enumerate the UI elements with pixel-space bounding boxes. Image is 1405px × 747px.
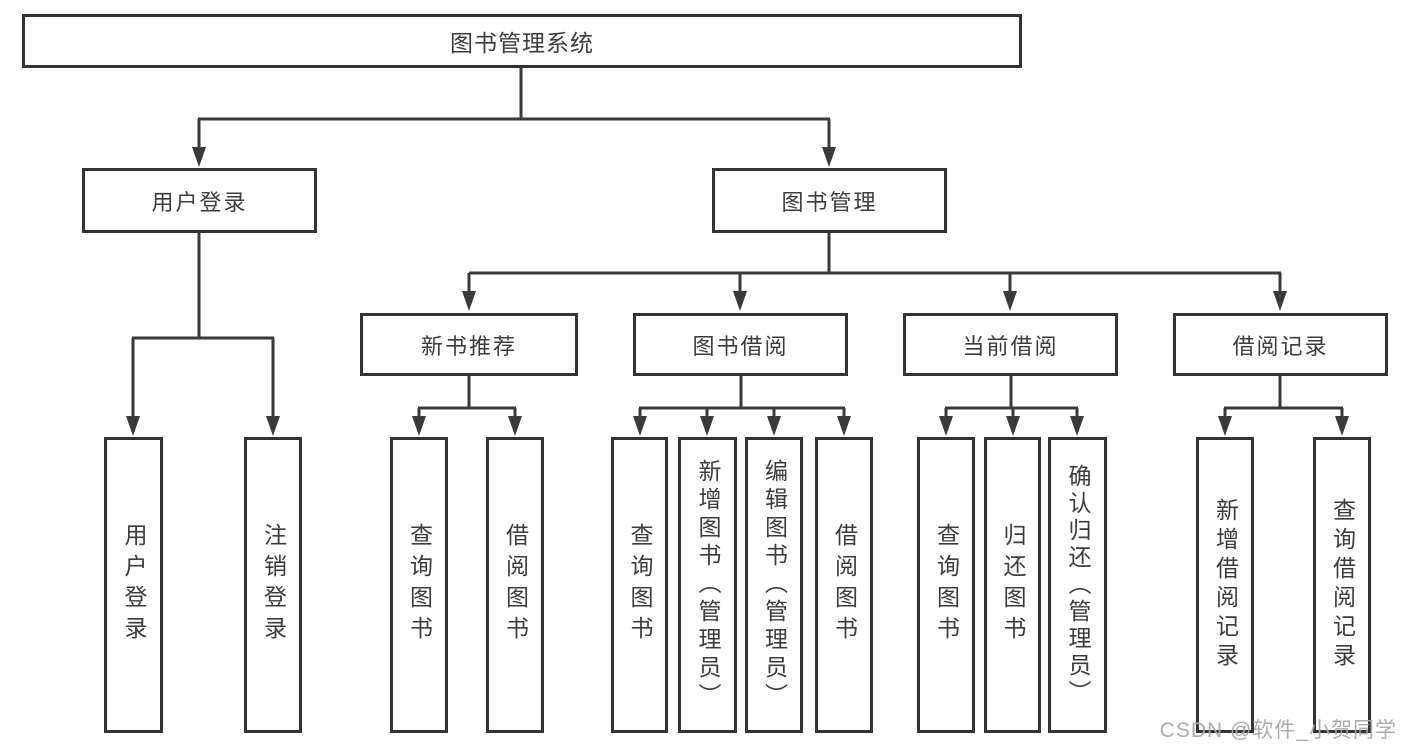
leaf-return-books: 归还图书 bbox=[984, 437, 1041, 733]
node-label: 注销登录 bbox=[260, 523, 287, 647]
node-label: 查询图书 bbox=[406, 523, 433, 647]
node-label: 确认归还（管理员） bbox=[1065, 463, 1091, 707]
leaf-query-books-borrowing: 查询图书 bbox=[611, 437, 668, 733]
node-label: 归还图书 bbox=[1000, 523, 1026, 647]
leaf-confirm-return-admin: 确认归还（管理员） bbox=[1048, 437, 1107, 733]
leaf-borrow-books: 借阅图书 bbox=[815, 437, 873, 733]
node-book-borrowing: 图书借阅 bbox=[633, 313, 848, 376]
node-user-login: 用户登录 bbox=[82, 168, 317, 233]
node-label: 编辑图书（管理员） bbox=[761, 459, 788, 711]
node-label: 查询借阅记录 bbox=[1329, 498, 1356, 672]
node-borrowing-records: 借阅记录 bbox=[1173, 313, 1388, 376]
leaf-query-books-current: 查询图书 bbox=[917, 437, 975, 733]
node-book-management-system: 图书管理系统 bbox=[22, 14, 1022, 68]
node-label: 查询图书 bbox=[933, 523, 960, 647]
leaf-borrow-books-recommend: 借阅图书 bbox=[486, 437, 544, 733]
node-label: 新书推荐 bbox=[420, 333, 517, 359]
leaf-logout: 注销登录 bbox=[244, 437, 302, 733]
node-label: 图书管理系统 bbox=[450, 30, 594, 56]
leaf-user-login: 用户登录 bbox=[104, 437, 163, 733]
node-label: 用户登录 bbox=[151, 189, 248, 215]
leaf-add-borrow-record: 新增借阅记录 bbox=[1196, 437, 1254, 733]
node-book-management: 图书管理 bbox=[712, 168, 947, 233]
node-label: 用户登录 bbox=[121, 523, 147, 647]
leaf-add-book-admin: 新增图书（管理员） bbox=[678, 437, 737, 733]
node-label: 借阅图书 bbox=[831, 523, 858, 647]
node-label: 新增图书（管理员） bbox=[695, 459, 721, 711]
node-label: 图书借阅 bbox=[692, 333, 789, 359]
arrowheads bbox=[126, 147, 1349, 436]
node-label: 图书管理 bbox=[781, 189, 878, 215]
leaf-query-books-recommend: 查询图书 bbox=[390, 437, 448, 733]
csdn-watermark: CSDN @软件_小贺同学 bbox=[1159, 719, 1397, 742]
node-label: 借阅图书 bbox=[502, 523, 529, 647]
leaf-query-borrow-record: 查询借阅记录 bbox=[1313, 437, 1371, 733]
leaf-edit-book-admin: 编辑图书（管理员） bbox=[745, 437, 803, 733]
node-new-book-recommend: 新书推荐 bbox=[360, 313, 578, 376]
node-label: 新增借阅记录 bbox=[1212, 498, 1239, 672]
node-label: 查询图书 bbox=[627, 523, 653, 647]
node-label: 当前借阅 bbox=[962, 333, 1059, 359]
node-label: 借阅记录 bbox=[1232, 333, 1329, 359]
node-current-borrowing: 当前借阅 bbox=[903, 313, 1118, 376]
